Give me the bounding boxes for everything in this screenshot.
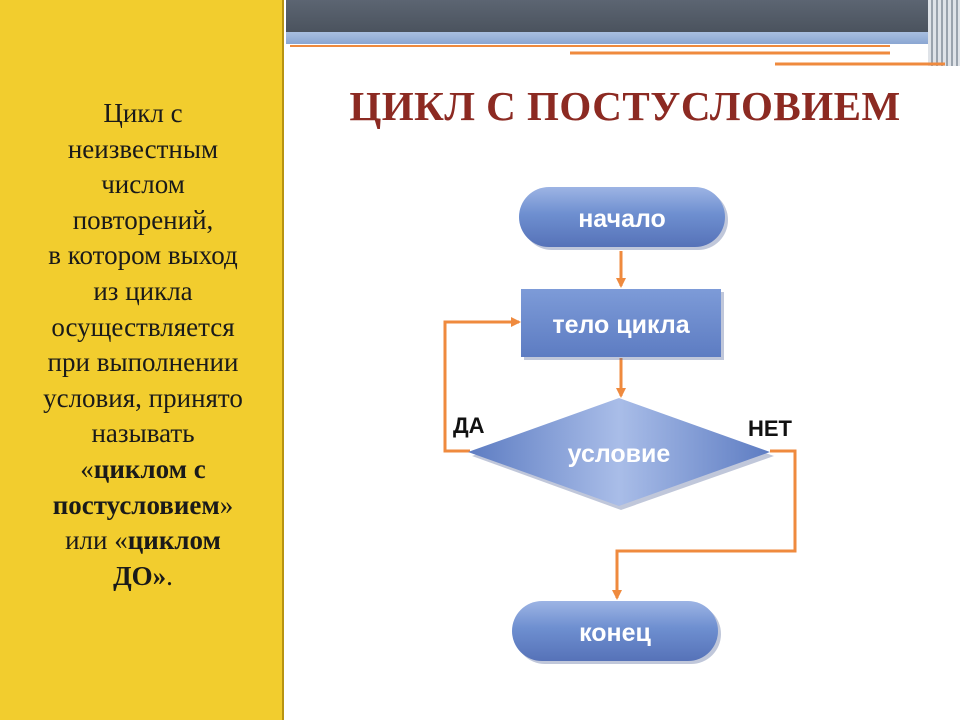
left-panel: Цикл с неизвестным числом повторений, в кото…: [0, 0, 284, 720]
description-line: постусловием»: [8, 488, 278, 524]
description-emphasis: циклом: [127, 525, 221, 556]
no-label: НЕТ: [748, 416, 793, 441]
arrow-yes-loop: [443, 317, 521, 453]
end-label: конец: [579, 619, 651, 647]
description-line: осуществляется: [8, 310, 278, 346]
description-emphasis: ДО»: [113, 560, 167, 591]
description-text: Цикл с неизвестным числом повторений, в кото…: [8, 96, 278, 594]
description-line: из цикла: [8, 274, 278, 310]
description-line: или «циклом: [8, 523, 278, 559]
description-run: Цикл с: [103, 98, 183, 128]
loop-body-node: тело цикла: [521, 289, 724, 360]
description-run: осуществляется: [51, 311, 235, 342]
description-run: условия, принято: [43, 382, 243, 413]
description-line: ДО».: [8, 559, 278, 595]
description-emphasis: циклом с: [93, 453, 206, 484]
description-line: повторений,: [8, 203, 278, 239]
description-run: «: [80, 453, 94, 484]
description-line: при выполнении: [8, 345, 278, 381]
description-run: .: [166, 560, 173, 591]
arrow-no-exit: [612, 449, 797, 600]
end-node: конец: [512, 601, 721, 664]
description-line: в котором выход: [8, 238, 278, 274]
body-label: тело цикла: [552, 311, 690, 339]
condition-label: условие: [568, 440, 671, 468]
description-run: называть: [91, 418, 195, 449]
description-run: неизвестным: [67, 133, 219, 164]
start-label: начало: [578, 205, 666, 233]
description-line: числом: [8, 167, 278, 203]
description-run: при выполнении: [47, 347, 239, 378]
start-node: начало: [519, 187, 728, 250]
description-line: «циклом с: [8, 452, 278, 488]
description-run: »: [219, 489, 234, 520]
description-run: из цикла: [93, 275, 193, 306]
description-line: неизвестным: [8, 132, 278, 168]
description-run: или «: [65, 525, 128, 556]
description-run: повторений,: [72, 204, 214, 235]
yes-label: ДА: [453, 413, 485, 438]
header-bar: [286, 0, 960, 32]
decorative-stripes: [928, 0, 960, 66]
page-title: ЦИКЛ С ПОСТУСЛОВИЕМ: [349, 83, 901, 129]
description-emphasis: постусловием: [52, 489, 220, 520]
description-line: называть: [8, 416, 278, 452]
condition-node: условие: [468, 398, 774, 510]
description-run: числом: [101, 169, 185, 200]
description-line: Цикл с: [8, 96, 278, 132]
description-line: условия, принято: [8, 381, 278, 417]
description-run: в котором выход: [48, 240, 238, 271]
header-strip: [286, 32, 960, 44]
